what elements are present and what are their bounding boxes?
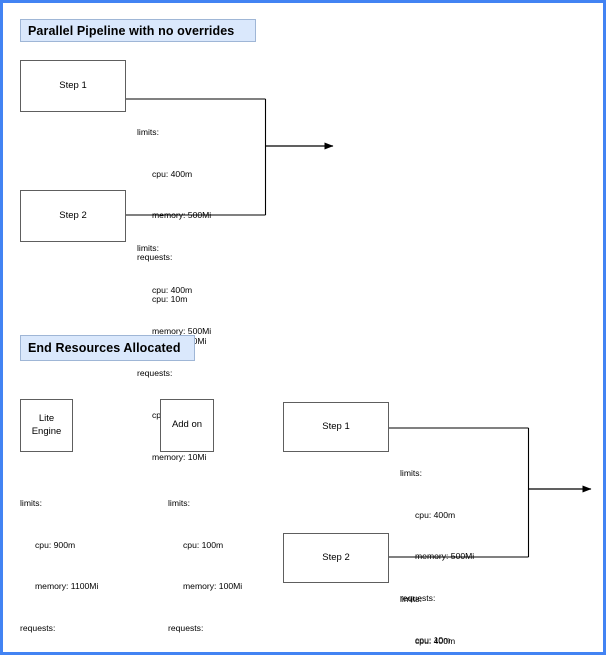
node-bottom-step-2[interactable]: Step 2 [283,533,389,583]
limits-cpu: cpu: 900m [35,539,76,550]
limits-memory: memory: 500Mi [152,326,212,337]
limits-label: limits: [137,242,159,253]
node-top-step-1[interactable]: Step 1 [20,60,126,112]
requests-memory: memory: 10Mi [152,451,207,462]
limits-memory: memory: 1100Mi [35,581,99,592]
section-heading-parallel-pipeline: Parallel Pipeline with no overrides [20,19,256,42]
section-heading-label: End Resources Allocated [28,341,181,355]
node-bottom-step-1-label: Step 1 [322,420,350,432]
requests-label: requests: [20,623,56,634]
node-top-step-2[interactable]: Step 2 [20,190,126,242]
requests-label: requests: [137,368,173,379]
limits-memory: memory: 500Mi [152,210,212,221]
node-bottom-step-2-label: Step 2 [322,551,350,563]
resources-add-on: limits: cpu: 100m memory: 100Mi requests… [168,469,243,652]
node-lite-engine-label-line-2: Engine [31,425,62,437]
section-heading-end-resources: End Resources Allocated [20,335,195,361]
limits-label: limits: [168,497,190,508]
limits-cpu: cpu: 400m [152,168,193,179]
requests-label: requests: [137,252,173,263]
resources-lite-engine: limits: cpu: 900m memory: 1100Mi request… [20,469,99,652]
resources-bottom-step-2: limits: cpu: 400m memory: 500Mi requests… [400,565,474,652]
node-lite-engine-label-line-1: Lite [38,412,55,424]
requests-cpu: cpu: 10m [152,293,188,304]
section-heading-label: Parallel Pipeline with no overrides [28,23,235,38]
limits-label: limits: [137,126,159,137]
limits-cpu: cpu: 400m [415,509,456,520]
node-add-on-label: Add on [171,419,203,431]
limits-cpu: cpu: 100m [183,539,224,550]
node-lite-engine[interactable]: Lite Engine [20,399,73,452]
requests-label: requests: [168,623,204,634]
requests-cpu: cpu: 10m [415,634,451,645]
node-add-on[interactable]: Add on [160,399,214,452]
limits-label: limits: [400,593,422,604]
node-bottom-step-1[interactable]: Step 1 [283,402,389,452]
limits-memory: memory: 100Mi [183,581,243,592]
limits-cpu: cpu: 400m [415,635,456,646]
limits-label: limits: [400,467,422,478]
node-top-step-2-label: Step 2 [59,209,87,221]
limits-memory: memory: 500Mi [415,551,475,562]
node-top-step-1-label: Step 1 [59,79,87,91]
limits-cpu: cpu: 400m [152,284,193,295]
requests-label: requests: [400,593,436,604]
limits-label: limits: [20,497,42,508]
resources-bottom-step-1: limits: cpu: 400m memory: 500Mi requests… [400,439,475,652]
